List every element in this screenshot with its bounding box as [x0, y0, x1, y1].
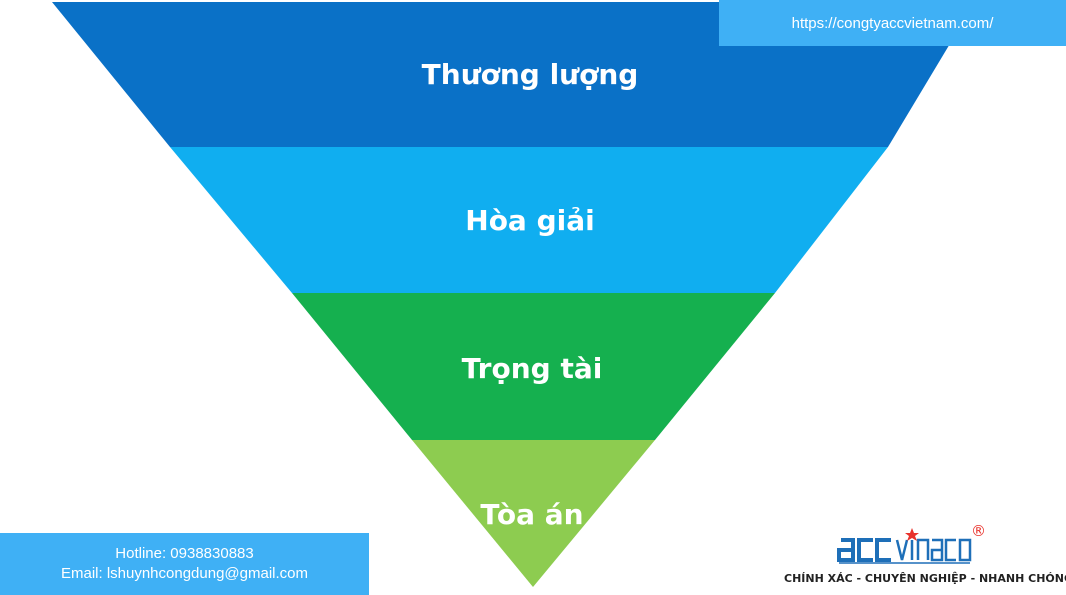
brand-tagline: CHÍNH XÁC - CHUYÊN NGHIỆP - NHANH CHÓNG [784, 572, 1066, 585]
website-url[interactable]: https://congtyaccvietnam.com/ [791, 14, 994, 32]
funnel-layer-3-label: Trọng tài [462, 352, 603, 385]
logo-acc-letters [837, 538, 891, 562]
logo-vinaco-letters [895, 538, 972, 562]
website-url-banner[interactable]: https://congtyaccvietnam.com/ [719, 0, 1066, 46]
registered-mark: ® [971, 522, 985, 540]
funnel-layer-1-label: Thương lượng [422, 58, 639, 91]
email-text: Email: lshuynhcongdung@gmail.com [60, 565, 309, 582]
funnel-layer-2 [170, 147, 888, 293]
funnel-layer-4-label: Tòa án [480, 498, 583, 531]
brand-logo: ® [837, 522, 985, 564]
funnel-layer-2-label: Hòa giải [465, 204, 594, 237]
funnel-layer-3 [292, 293, 775, 440]
funnel-layer-4 [412, 440, 655, 587]
hotline-text: Hotline: 0938830883 [115, 545, 254, 562]
logo-accent-star [905, 528, 919, 541]
contact-banner: Hotline: 0938830883 Email: lshuynhcongdu… [0, 533, 369, 595]
